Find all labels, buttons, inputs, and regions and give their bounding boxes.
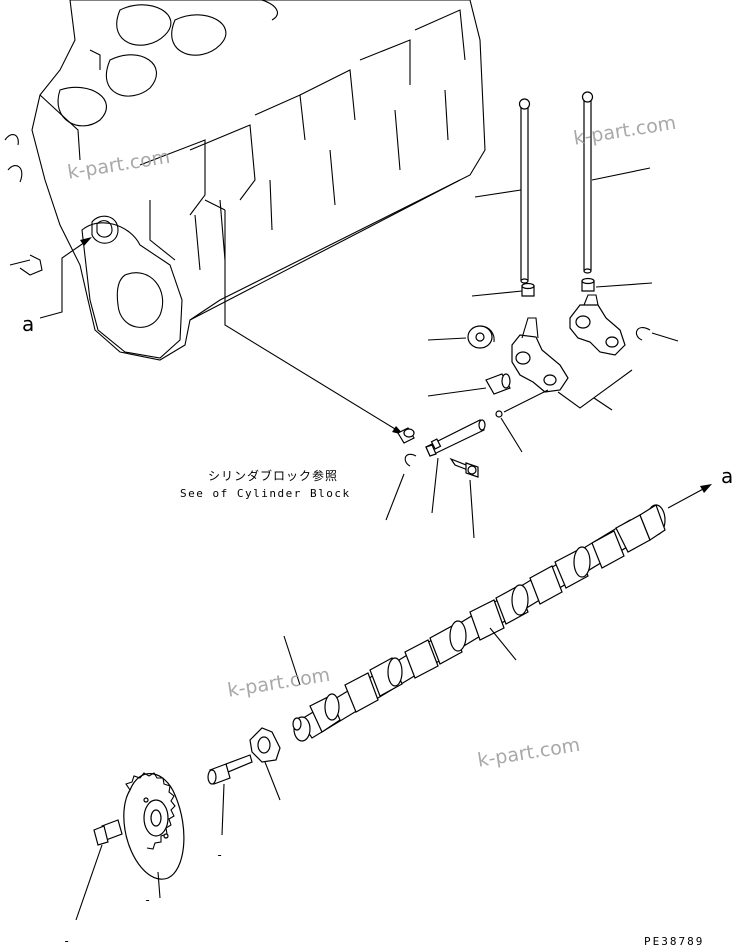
rocker-bolt: [449, 457, 479, 478]
dash-label-2: -: [144, 893, 152, 907]
drawing-number: PE38789: [644, 935, 705, 948]
reference-label-jp: シリンダブロック参照: [208, 469, 339, 483]
valve-cap-right: [581, 277, 595, 292]
leader-a-right: [667, 487, 706, 509]
rocker-arm-right: [569, 294, 626, 356]
thrust-washer: [467, 325, 495, 349]
camshaft: [292, 504, 666, 742]
rocker-shaft: [425, 419, 486, 457]
dash-label-3: -: [63, 934, 71, 948]
snap-ring-right: [635, 327, 651, 341]
camshaft-gear: [123, 772, 185, 880]
steel-ball: [495, 410, 503, 418]
label-a-left: a: [22, 312, 35, 336]
gear-bolt: [93, 819, 123, 846]
label-a-right: a: [721, 464, 734, 488]
thrust-plate-bolt: [207, 754, 253, 785]
rocker-bushing: [485, 373, 511, 395]
valve-cap-left: [521, 282, 535, 297]
push-rod-right: [581, 91, 594, 274]
rocker-arm-left: [511, 317, 569, 393]
dowel-pin: [397, 427, 415, 444]
leader-a-left: [39, 239, 89, 319]
thrust-plate: [249, 727, 281, 763]
leader-cylinder-ref: [224, 210, 401, 433]
arrow-a-left: [80, 237, 92, 246]
reference-label-en: See of Cylinder Block: [180, 487, 351, 500]
snap-ring-left: [404, 453, 417, 467]
dash-label-1: -: [216, 848, 224, 862]
cylinder-block: [4, 0, 486, 361]
push-rod-left: [518, 98, 531, 284]
